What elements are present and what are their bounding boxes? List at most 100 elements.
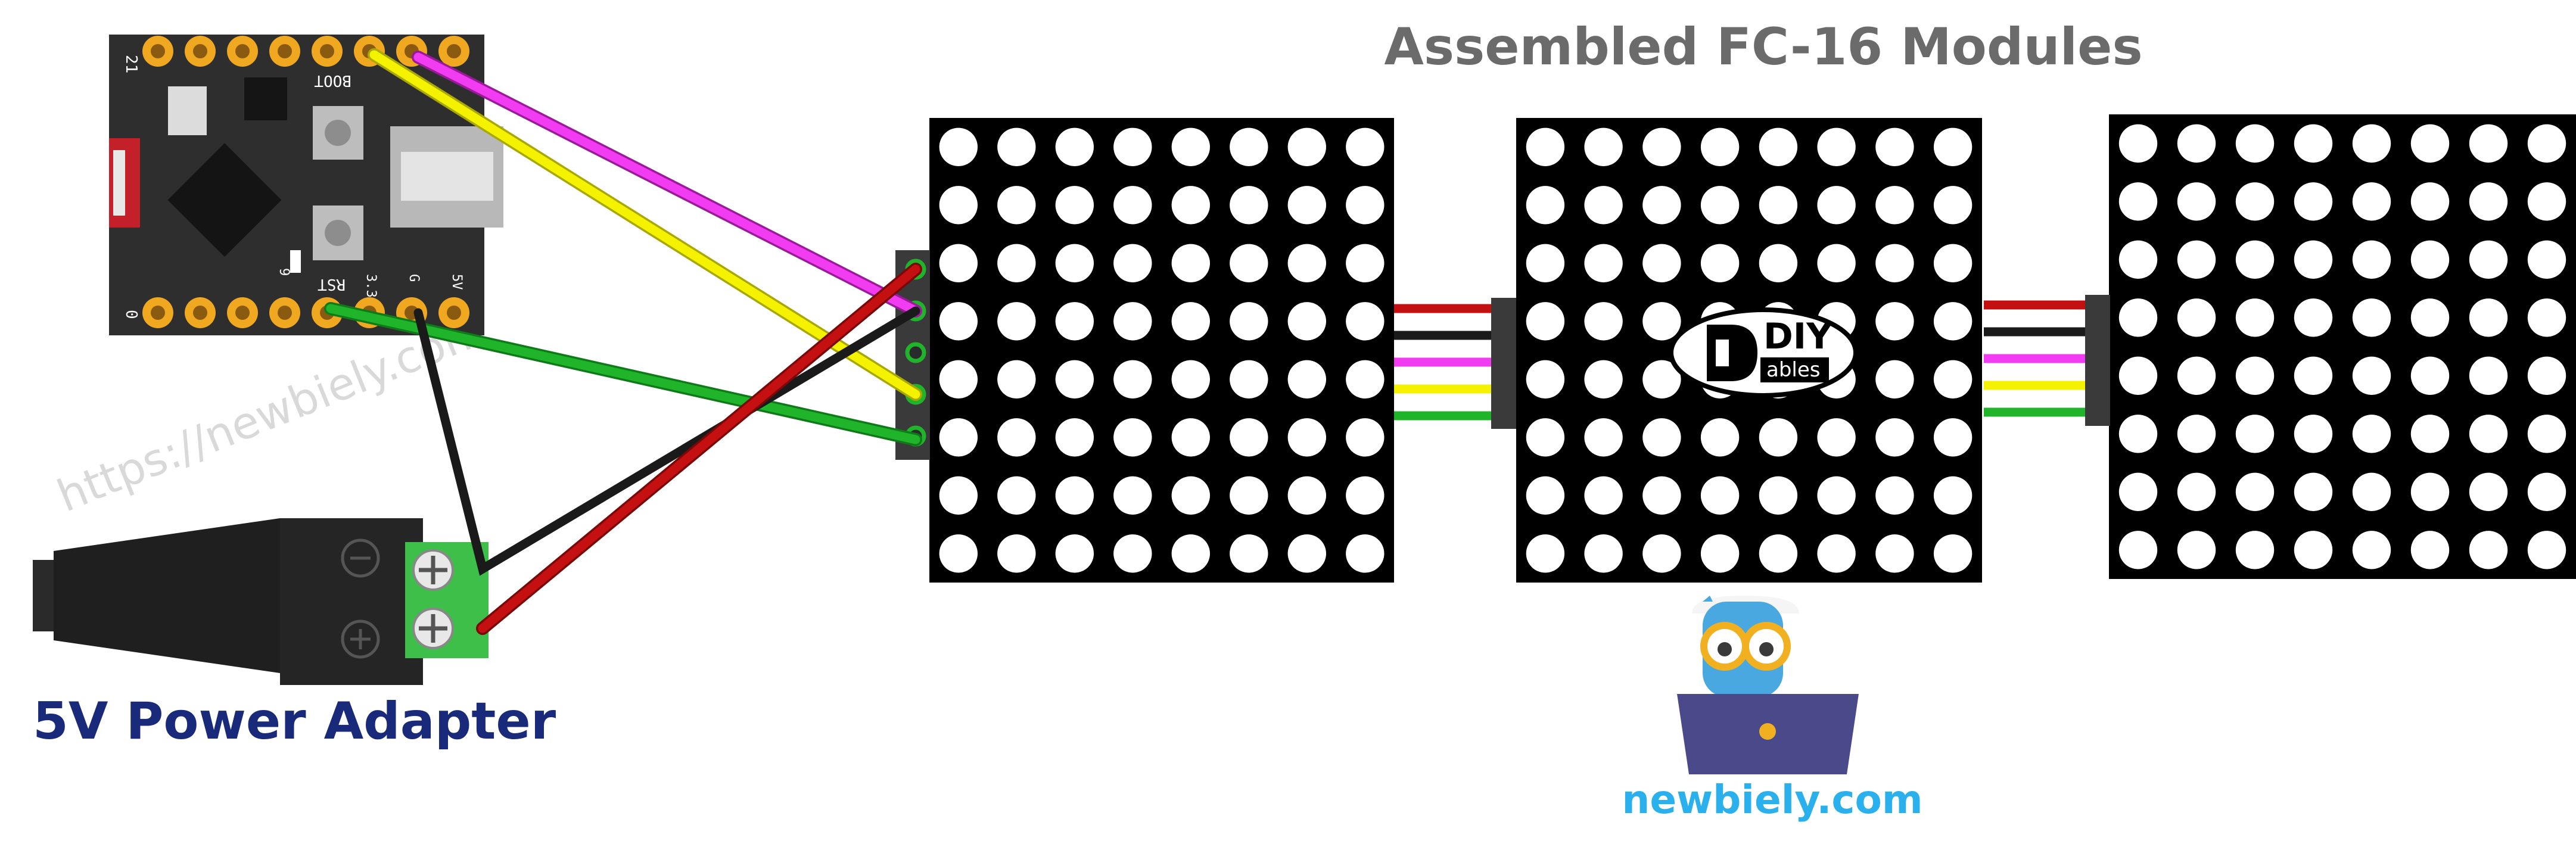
- board-label-9: 9: [276, 268, 291, 276]
- led-dot-m1-r1-c2: [997, 127, 1036, 166]
- led-dot-m2-r4-c2: [1584, 302, 1623, 341]
- led-dot-m3-r2-c3: [2235, 182, 2275, 221]
- led-dot-m2-r3-c4: [1700, 244, 1740, 282]
- led-dot-m3-r4-c4: [2294, 298, 2333, 337]
- led-dot-m1-r4-c7: [1287, 302, 1326, 341]
- matrix-3-body: [2109, 114, 2576, 579]
- led-dot-m3-r5-c6: [2410, 356, 2450, 395]
- board-label-rst: RST: [318, 275, 346, 293]
- led-dot-m1-r7-c4: [1113, 476, 1152, 515]
- led-dot-m1-r5-c6: [1230, 360, 1268, 398]
- diyables-logo-icon: DIY ables: [1669, 307, 1858, 398]
- led-dot-m2-r1-c1: [1526, 127, 1565, 166]
- led-dot-m1-r7-c2: [997, 476, 1036, 515]
- led-dot-m2-r2-c1: [1526, 186, 1565, 225]
- diagram-title: Assembled FC-16 Modules: [1384, 17, 2142, 77]
- led-dot-m3-r3-c5: [2352, 240, 2391, 279]
- led-dot-m3-r6-c8: [2527, 415, 2566, 453]
- led-dot-m1-r6-c7: [1287, 418, 1326, 457]
- power-adapter: [33, 518, 489, 685]
- led-dot-m2-r8-c7: [1875, 534, 1914, 573]
- led-dot-m3-r1-c2: [2177, 124, 2216, 163]
- led-dot-m3-r2-c7: [2469, 182, 2508, 221]
- led-dot-m1-r1-c1: [939, 127, 978, 166]
- board-label-3v3: 3.3: [363, 274, 378, 298]
- led-dot-m1-r3-c8: [1346, 244, 1385, 282]
- led-dot-m1-r8-c7: [1287, 534, 1326, 573]
- led-dot-m3-r8-c7: [2469, 531, 2508, 569]
- led-dot-m3-r6-c4: [2294, 415, 2333, 453]
- led-dot-m1-r5-c1: [939, 360, 978, 398]
- ribbon-matrix-1-to-2: [1394, 298, 1516, 429]
- adapter-barrel-body: [54, 518, 280, 673]
- led-dot-m3-r2-c4: [2294, 182, 2333, 221]
- led-dot-m3-r3-c6: [2410, 240, 2450, 279]
- led-dot-m2-r5-c1: [1526, 360, 1565, 398]
- led-dot-m3-r5-c1: [2118, 356, 2158, 395]
- led-dot-m2-r6-c5: [1759, 418, 1798, 457]
- led-dot-m1-r7-c7: [1287, 476, 1326, 515]
- led-dot-m1-r2-c7: [1287, 186, 1326, 225]
- board-component: [168, 86, 207, 135]
- board-label-top-left: 21: [122, 55, 140, 73]
- led-dot-m3-r3-c7: [2469, 240, 2508, 279]
- led-dot-m3-r4-c2: [2177, 298, 2216, 337]
- led-dot-m2-r5-c3: [1642, 360, 1681, 398]
- led-dot-m1-r1-c3: [1055, 127, 1094, 166]
- led-dot-m2-r3-c2: [1584, 244, 1623, 282]
- led-dot-m1-r3-c2: [997, 244, 1036, 282]
- led-dot-m3-r2-c8: [2527, 182, 2566, 221]
- led-dot-m2-r6-c8: [1933, 418, 1973, 457]
- led-dot-m2-r7-c2: [1584, 476, 1623, 515]
- adapter-housing: [280, 518, 423, 685]
- led-dot-m1-r4-c4: [1113, 302, 1152, 341]
- led-dot-m1-r5-c8: [1346, 360, 1385, 398]
- led-dot-m1-r5-c7: [1287, 360, 1326, 398]
- led-dot-m1-r6-c4: [1113, 418, 1152, 457]
- led-dot-m3-r8-c6: [2410, 531, 2450, 569]
- led-dot-m3-r1-c8: [2527, 124, 2566, 163]
- led-dot-m1-r1-c5: [1171, 127, 1211, 166]
- matrix-1-body: [929, 118, 1394, 583]
- led-dot-m3-r4-c5: [2352, 298, 2391, 337]
- led-dot-m1-r2-c1: [939, 186, 978, 225]
- led-dot-m3-r4-c7: [2469, 298, 2508, 337]
- led-dot-m2-r8-c3: [1642, 534, 1681, 573]
- board-label-5v: 5V: [449, 274, 464, 290]
- led-dot-m3-r2-c2: [2177, 182, 2216, 221]
- led-dot-m1-r4-c5: [1171, 302, 1211, 341]
- led-dot-m3-r7-c8: [2527, 472, 2566, 511]
- led-dot-m2-r7-c6: [1817, 476, 1856, 515]
- led-dot-m2-r7-c3: [1642, 476, 1681, 515]
- led-dot-m1-r2-c5: [1171, 186, 1211, 225]
- led-dot-m3-r8-c3: [2235, 531, 2275, 569]
- led-dot-m2-r1-c3: [1642, 127, 1681, 166]
- led-dot-m3-r2-c5: [2352, 182, 2391, 221]
- led-dot-m3-r2-c6: [2410, 182, 2450, 221]
- adapter-label: 5V Power Adapter: [33, 692, 556, 751]
- led-dot-m1-r7-c8: [1346, 476, 1385, 515]
- led-dot-m3-r5-c5: [2352, 356, 2391, 395]
- led-dot-m1-r6-c5: [1171, 418, 1211, 457]
- led-dot-m3-r7-c2: [2177, 472, 2216, 511]
- wire-green-din: [326, 304, 920, 444]
- led-dot-m3-r7-c6: [2410, 472, 2450, 511]
- logo-subtext: ables: [1766, 358, 1821, 382]
- screw-terminal-icon: [405, 542, 489, 658]
- led-dot-m2-r2-c2: [1584, 186, 1623, 225]
- led-dot-m2-r4-c3: [1642, 302, 1681, 341]
- led-dot-m1-r2-c8: [1346, 186, 1385, 225]
- led-dot-m3-r8-c1: [2118, 531, 2158, 569]
- led-dot-m1-r6-c1: [939, 418, 978, 457]
- led-dot-m1-r4-c1: [939, 302, 978, 341]
- led-dot-m3-r4-c8: [2527, 298, 2566, 337]
- led-dot-m1-r6-c3: [1055, 418, 1094, 457]
- board-label-bottom-left: 0: [122, 310, 140, 319]
- led-dot-m1-r1-c7: [1287, 127, 1326, 166]
- led-dot-m3-r7-c3: [2235, 472, 2275, 511]
- led-dot-m2-r7-c1: [1526, 476, 1565, 515]
- led-dot-m1-r3-c5: [1171, 244, 1211, 282]
- led-dot-m1-r8-c1: [939, 534, 978, 573]
- brand-text: newbiely.com: [1622, 777, 1922, 823]
